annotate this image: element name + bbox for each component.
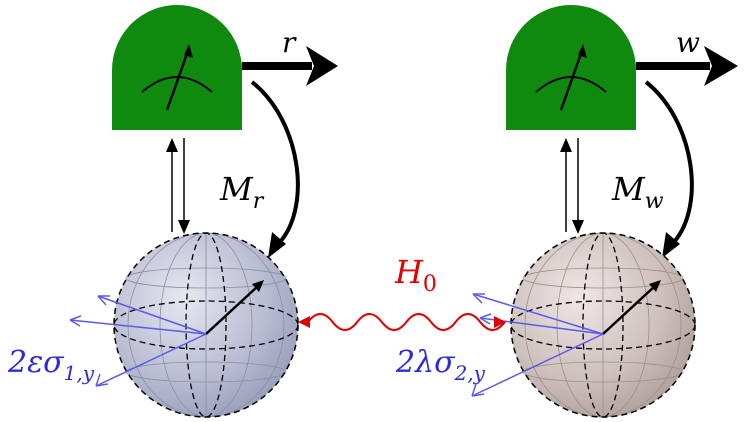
left-double-arrow bbox=[166, 138, 190, 234]
coupling-wave bbox=[298, 313, 506, 331]
left-bloch-sphere bbox=[69, 232, 299, 418]
meter-icon bbox=[535, 44, 607, 111]
left-output-arrow bbox=[242, 46, 338, 86]
right-detector-body bbox=[506, 5, 636, 130]
left-measurement-label: Mr bbox=[219, 170, 265, 214]
right-double-arrow bbox=[560, 138, 584, 234]
right-bloch-sphere bbox=[471, 232, 696, 418]
left-output-label: r bbox=[282, 26, 297, 59]
left-detector-body bbox=[112, 5, 242, 130]
left-measurement-arrow bbox=[250, 80, 300, 258]
coupling-label: H0 bbox=[394, 253, 437, 297]
right-measurement-label: Mw bbox=[611, 170, 664, 214]
right-output-label: w bbox=[676, 26, 700, 59]
left-detector bbox=[112, 5, 242, 130]
right-detector bbox=[506, 5, 636, 130]
right-output-arrow bbox=[636, 46, 738, 86]
right-drive-label: 2λσ2,y bbox=[395, 345, 486, 385]
right-measurement-arrow bbox=[644, 80, 694, 258]
meter-icon bbox=[141, 44, 213, 111]
left-drive-label: 2εσ1,y bbox=[7, 345, 95, 385]
